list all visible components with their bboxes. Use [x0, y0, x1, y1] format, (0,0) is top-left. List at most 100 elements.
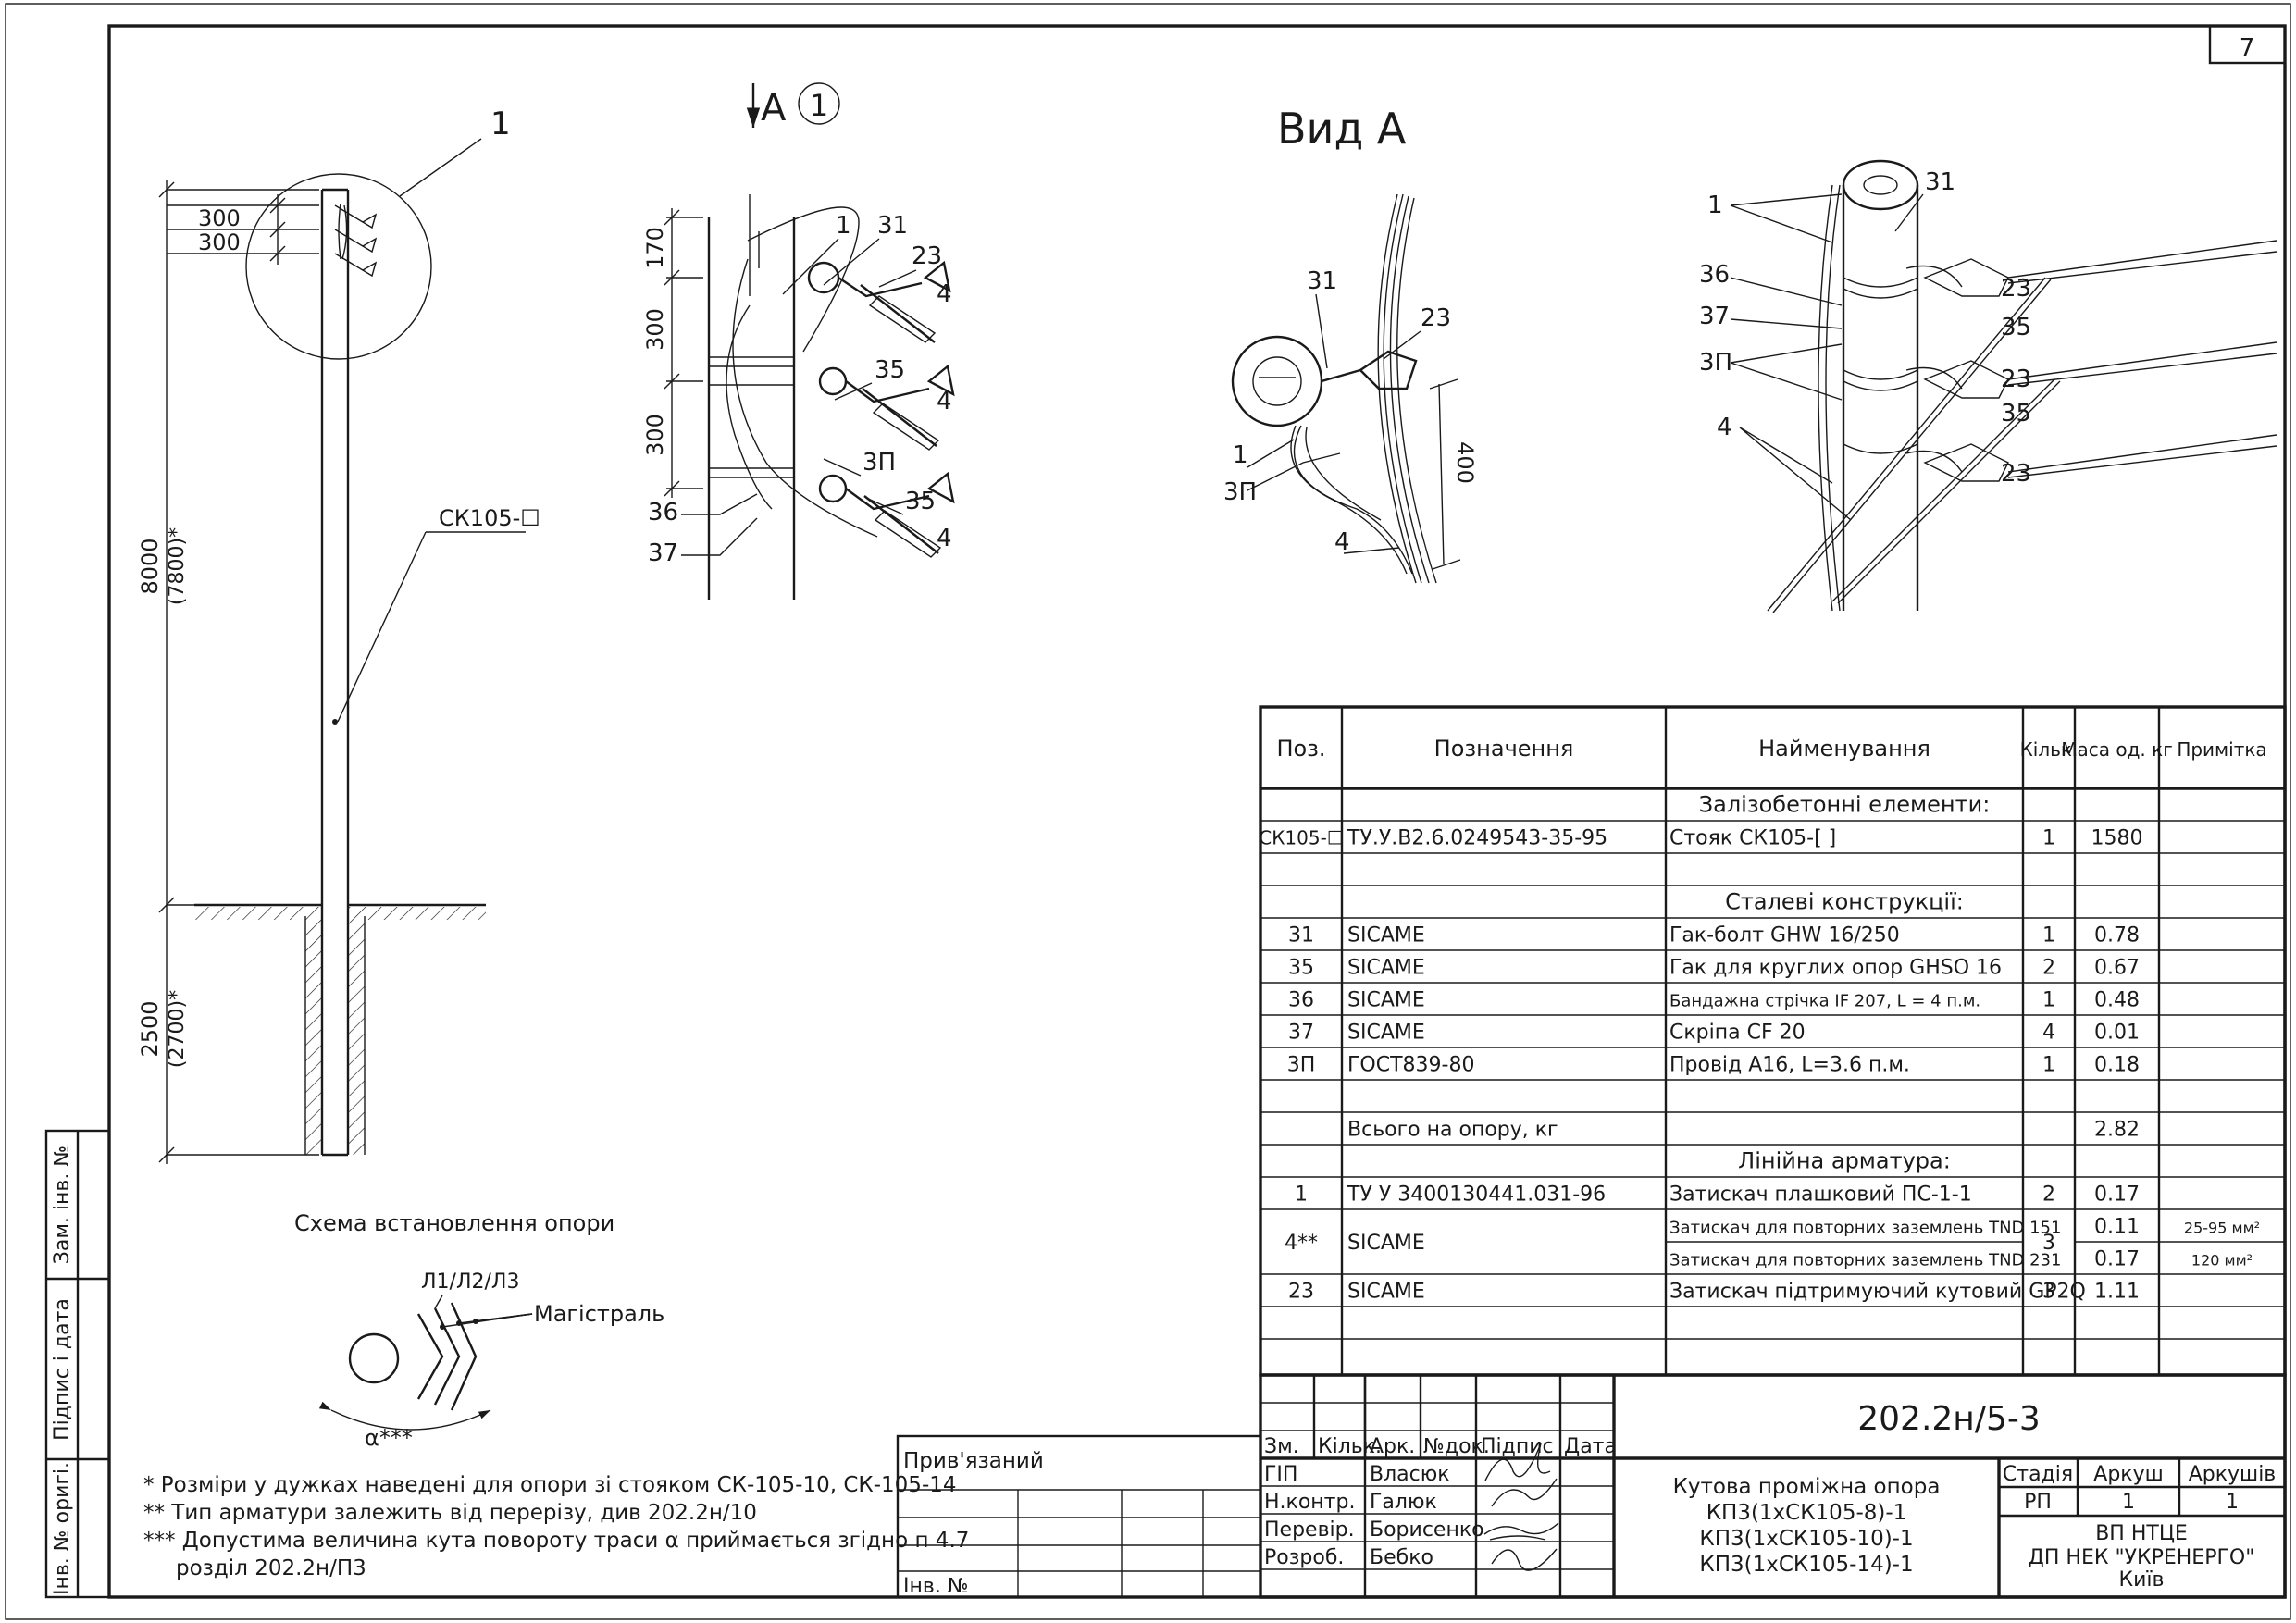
spec-cell-code: ГОСТ839-80 [1347, 1054, 1474, 1077]
tb-title-line-2: КП3(1хСК105-8)-1 [1706, 1501, 1907, 1525]
spec-cell-qty: 2 [2042, 957, 2055, 980]
spec-cell-name: Скріпа CF 20 [1669, 1022, 1806, 1045]
tb-col-qty: Кільк. [1318, 1435, 1382, 1458]
spec-cell-qty: 1 [2042, 827, 2055, 850]
linked-label: Прив'язаний [903, 1449, 1044, 1473]
detail-label-4-low: 4 [937, 525, 952, 552]
detail-dim-300-a: 300 [642, 308, 668, 351]
view-a-label-31: 31 [1307, 267, 1337, 295]
tb-sheets-header: Аркушів [2189, 1463, 2277, 1486]
tb-col-sheet: Арк. [1370, 1435, 1415, 1458]
note-2: ** Тип арматури залежить від перерізу, д… [143, 1501, 757, 1525]
spec-cell-mass: 0.78 [2094, 924, 2140, 948]
spec-cell-code: ТУ.У.В2.6.0249543-35-95 [1347, 827, 1607, 850]
spec-section-title: Лінійна арматура: [1738, 1148, 1951, 1174]
spec-section-title: Залізобетонні елементи: [1699, 792, 1991, 818]
angle-label: α*** [365, 1425, 413, 1451]
tb-stage-header: Стадія [2003, 1463, 2073, 1486]
dim-pole-height: 8000 [137, 538, 163, 594]
detail-label-35-low: 35 [905, 488, 936, 515]
spec-cell-note: 120 мм² [2191, 1252, 2253, 1270]
spec-cell-pos: 3П [1287, 1054, 1316, 1077]
spec-cell-qty: 2 [2042, 1183, 2055, 1207]
detail-callout-1: 1 [490, 105, 511, 142]
detail-label-31: 31 [877, 212, 908, 240]
pole-installation-scheme: 1 300 300 8000 (7800 [137, 105, 614, 1236]
sheet-number: 7 [2240, 34, 2255, 62]
stamp-signature-date: Підпис і дата [51, 1298, 74, 1441]
spec-cell-name: Бандажна стрічка IF 207, L = 4 п.м. [1669, 992, 1980, 1011]
iso-label-23-low: 23 [2001, 460, 2031, 488]
view-a-label-3p: 3П [1223, 478, 1257, 506]
iso-label-4: 4 [1717, 414, 1732, 441]
isometric-view: 1 31 36 37 3П 4 23 35 23 35 23 [1699, 159, 2277, 613]
tb-role-check: Перевір. [1264, 1518, 1355, 1542]
tb-sheet: 1 [2122, 1491, 2135, 1514]
tb-org-line-2: ДП НЕК "УКРЕНЕРГО" [2029, 1546, 2255, 1569]
detail-dim-300-b: 300 [642, 414, 668, 456]
tb-name-norm: Галюк [1370, 1491, 1437, 1514]
spec-cell-mass: 0.11 [2094, 1216, 2140, 1239]
spec-cell-code: SICAME [1347, 989, 1425, 1012]
note-3-cont: розділ 202.2н/П3 [176, 1556, 366, 1580]
spec-cell-mass: 0.48 [2094, 989, 2140, 1012]
spec-cell-qty: 1 [2042, 1054, 2055, 1077]
spec-cell-mass: 0.18 [2094, 1054, 2140, 1077]
signatures [1483, 1443, 1559, 1571]
iso-label-23-top: 23 [2001, 275, 2031, 303]
dim-300-second: 300 [198, 229, 241, 255]
spec-header-qty: Кільк. [2020, 738, 2079, 761]
spec-cell-name: Затискач для повторних заземлень TND 231 [1669, 1251, 2061, 1270]
iso-label-3p: 3П [1699, 349, 1732, 377]
view-arrow-label: А [761, 87, 787, 130]
tb-org-line-1: ВП НТЦЕ [2095, 1522, 2188, 1545]
spec-cell-mass: 0.17 [2094, 1183, 2140, 1207]
spec-cell-qty: 3 [2042, 1232, 2055, 1255]
spec-cell-qty: 1 [2042, 989, 2055, 1012]
detail-dim-170: 170 [642, 227, 668, 269]
side-stamp: Зам. інв. № Підпис і дата Інв. № оригі. [44, 1129, 111, 1599]
tb-col-signature: Підпис [1481, 1435, 1554, 1458]
spec-cell-qty: 3 [2042, 1281, 2055, 1304]
spec-cell-name: Гак-болт GHW 16/250 [1669, 924, 1900, 948]
iso-label-1: 1 [1707, 192, 1723, 219]
pole-scheme-caption: Схема встановлення опори [294, 1210, 614, 1236]
title-block: Прив'язаний Інв. № [896, 1373, 2287, 1599]
tb-title-line-4: КП3(1хСК105-14)-1 [1699, 1553, 1913, 1577]
inv-label: Інв. № [903, 1575, 969, 1598]
spec-cell-qty: 4 [2042, 1022, 2055, 1045]
spec-cell-name: Затискач підтримуючий кутовий GP2Q [1669, 1281, 2086, 1304]
spec-header-name: Найменування [1758, 736, 1930, 762]
tb-col-date: Дата [1564, 1435, 1617, 1458]
detail-label-35-top: 35 [875, 356, 905, 384]
tb-role-gip: ГІП [1264, 1463, 1297, 1486]
tb-sheet-header: Аркуш [2093, 1463, 2163, 1486]
spec-cell-pos: 36 [1288, 989, 1314, 1012]
pole-type-label: СК105-☐ [439, 505, 540, 531]
spec-cell-mass: 1.11 [2094, 1281, 2140, 1304]
dim-300-top: 300 [198, 205, 241, 231]
spec-cell-name: Затискач плашковий ПС-1-1 [1669, 1183, 1972, 1207]
spec-cell-code: SICAME [1347, 957, 1425, 980]
spec-header-note: Примітка [2177, 738, 2266, 761]
detail-label-1: 1 [836, 212, 851, 240]
tb-col-docno: №док. [1423, 1435, 1490, 1458]
spec-cell-pos: 35 [1288, 957, 1314, 980]
spec-cell-code: ТУ У 3400130441.031-96 [1347, 1183, 1606, 1207]
notes: * Розміри у дужках наведені для опори зі… [143, 1473, 969, 1580]
spec-header-mass: Маса од. кг [2061, 738, 2173, 761]
spec-cell-mass: 2.82 [2094, 1119, 2140, 1142]
spec-cell-pos: 37 [1288, 1022, 1314, 1045]
spec-cell-code: SICAME [1347, 1281, 1425, 1304]
turn-angle-scheme: Л1/Л2/Л3 Магістраль α*** [318, 1270, 664, 1451]
iso-label-31: 31 [1925, 168, 1955, 196]
spec-header-code: Позначення [1434, 736, 1574, 762]
view-a: Вид А 400 31 23 1 3П 4 [1223, 104, 1478, 584]
spec-cell-code: SICAME [1347, 924, 1425, 948]
tb-org-line-3: Київ [2119, 1568, 2165, 1592]
tb-stage: РП [2024, 1491, 2052, 1514]
spec-section-title: Сталеві конструкції: [1725, 889, 1964, 915]
tb-name-gip: Власюк [1370, 1463, 1450, 1486]
